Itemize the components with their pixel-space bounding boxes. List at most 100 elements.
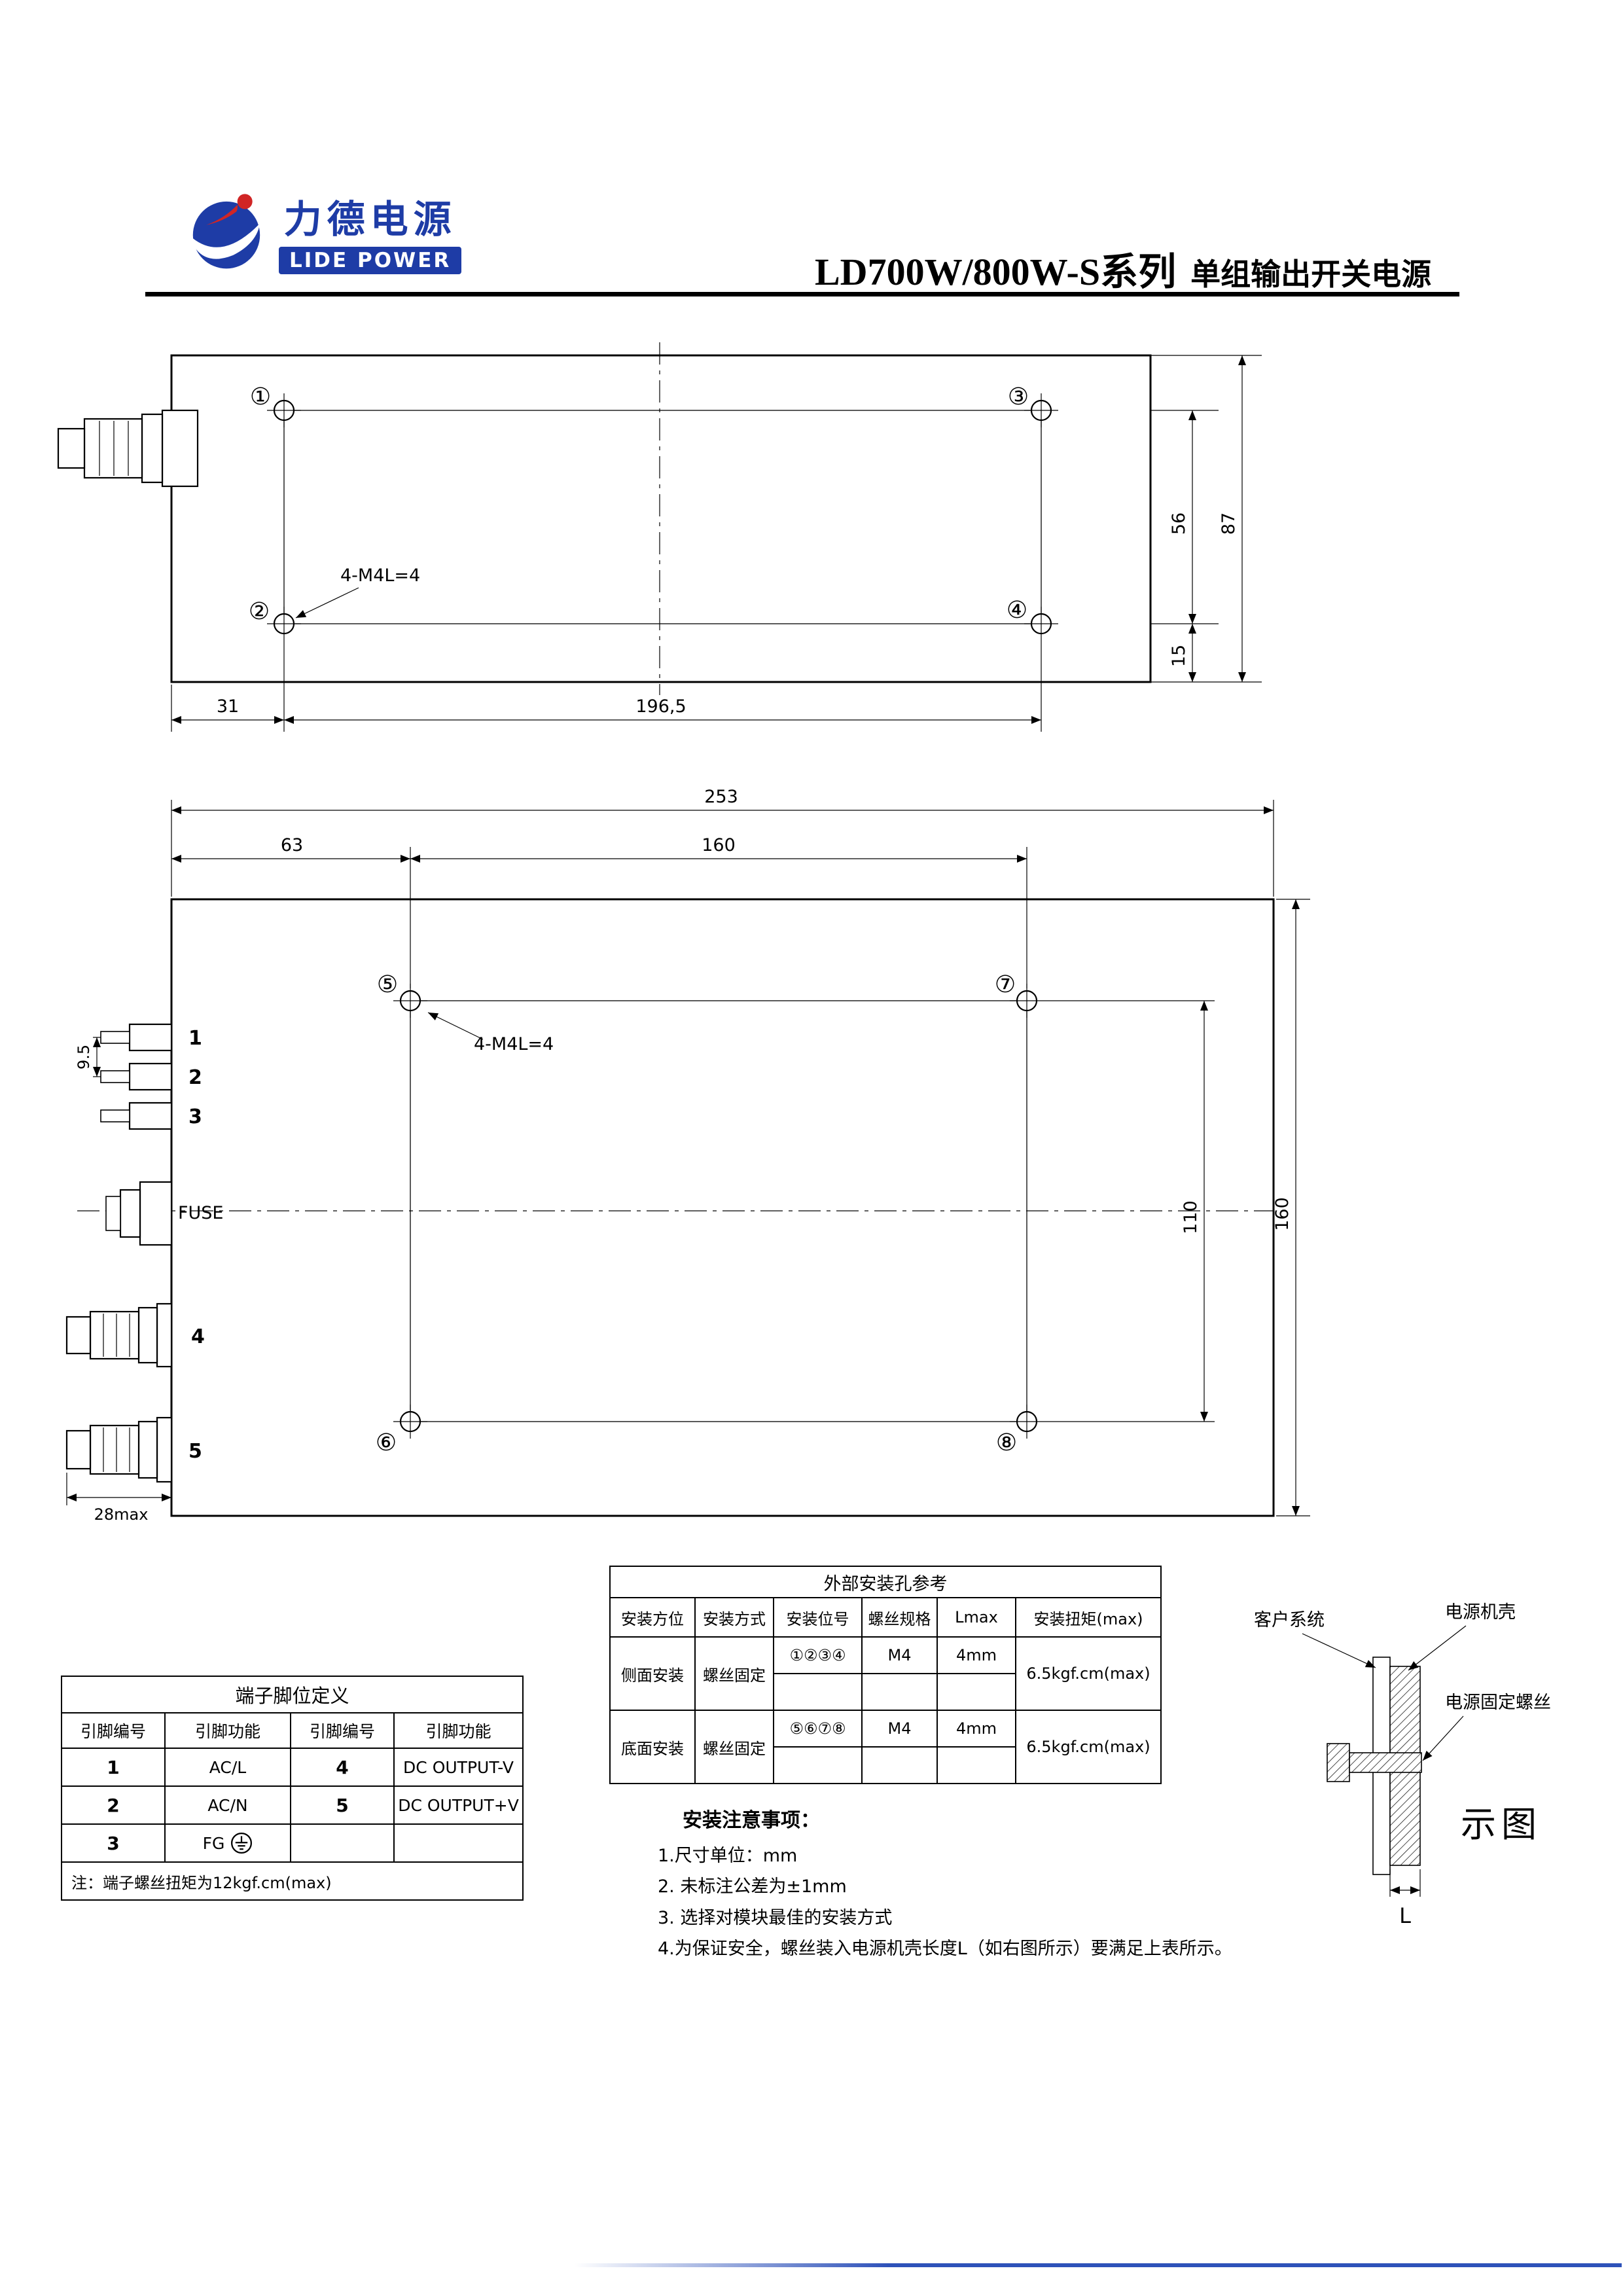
power-housing-label: 电源机壳 (1445, 1602, 1516, 1623)
cell-pin-no (290, 1823, 395, 1863)
dim-15: 15 (1169, 645, 1189, 667)
protrusion-dimension: 28max (66, 1473, 171, 1524)
cell-pin-fn (393, 1823, 524, 1863)
empty-cell (861, 1673, 938, 1711)
brand-logo: 力德电源 LIDE POWER (185, 188, 462, 274)
cell-pin-no: 5 (290, 1785, 395, 1825)
terminal-pin-3 (100, 1102, 173, 1130)
terminal-pin-2 (100, 1062, 173, 1091)
fuse-label: FUSE (178, 1203, 224, 1223)
brand-name-cn: 力德电源 (283, 197, 457, 242)
fg-label: FG (202, 1833, 225, 1853)
col-header-pin-no: 引脚编号 (290, 1712, 395, 1749)
logo-icon (192, 193, 260, 268)
cell-holes: ⑤⑥⑦⑧ (773, 1710, 863, 1748)
cell-spec: M4 (861, 1710, 938, 1748)
cell-holes: ①②③④ (773, 1636, 863, 1674)
dim-56: 56 (1169, 512, 1189, 535)
mounting-hole-4 (1024, 607, 1058, 641)
hole-label-3: ③ (1008, 384, 1029, 410)
side-view-cable-gland (57, 409, 199, 488)
dim-31: 31 (217, 696, 239, 717)
diagram-caption: 示图 (1461, 1804, 1542, 1845)
cell-pin-no: 4 (290, 1748, 395, 1787)
dim-196-5: 196,5 (635, 696, 686, 717)
side-right-dimensions: 56 15 87 (1150, 355, 1262, 683)
cell-torque: 6.5kgf.cm(max) (1014, 1636, 1162, 1711)
pin-number-3: 3 (188, 1105, 202, 1128)
length-L-label: L (1399, 1903, 1411, 1928)
housing-leader (1408, 1625, 1467, 1671)
cell-pin-no: 1 (61, 1748, 166, 1787)
screw-head (1327, 1743, 1350, 1782)
side-screw-note: 4-M4L=4 (340, 565, 420, 586)
note-item-3: 3. 选择对模块最佳的安装方式 (658, 1907, 893, 1928)
cell-pin-fn: DC OUTPUT-V (393, 1748, 524, 1787)
notes-title: 安装注意事项： (683, 1809, 820, 1832)
cell-pin-fn: AC/N (164, 1785, 291, 1825)
dim-9-5: 9.5 (75, 1045, 93, 1069)
cell-lmax: 4mm (936, 1636, 1016, 1674)
customer-system-label: 客户系统 (1254, 1610, 1325, 1630)
mounting-table: 外部安装孔参考 安装方位 安装方式 安装位号 螺丝规格 Lmax 安装扭矩(ma… (609, 1566, 1162, 1784)
empty-cell (936, 1746, 1016, 1784)
hole-label-6: ⑥ (376, 1429, 397, 1456)
logo-text: 力德电源 LIDE POWER (279, 188, 462, 274)
cell-position: 底面安装 (609, 1710, 696, 1784)
bottom-case-outline (170, 898, 1275, 1517)
mounting-hole-1 (267, 393, 301, 427)
hole-label-7: ⑦ (995, 971, 1016, 998)
empty-cell (773, 1673, 863, 1711)
customer-leader (1302, 1633, 1376, 1668)
pin-number-1: 1 (188, 1027, 202, 1050)
pin-number-2: 2 (188, 1066, 202, 1089)
col-header-holes: 安装位号 (773, 1597, 863, 1638)
hole-label-8: ⑧ (996, 1429, 1017, 1456)
cell-lmax: 4mm (936, 1710, 1016, 1748)
empty-cell (773, 1746, 863, 1784)
screw-leader (1422, 1715, 1464, 1761)
fixing-screw-label: 电源固定螺丝 (1445, 1693, 1551, 1713)
mounting-hole-8 (1010, 1405, 1044, 1439)
pin-table-header-row: 引脚编号 引脚功能 引脚编号 引脚功能 (61, 1712, 524, 1749)
mounting-table-title-row: 外部安装孔参考 (609, 1566, 1162, 1598)
table-row-bottom-mount: 底面安装 螺丝固定 ⑤⑥⑦⑧ M4 4mm 6.5kgf.cm(max) (609, 1710, 1162, 1784)
cell-pin-no: 2 (61, 1785, 166, 1825)
pin-table-note: 注：端子螺丝扭矩为12kgf.cm(max) (60, 1861, 524, 1901)
pin-table-row: 1 AC/L 4 DC OUTPUT-V (61, 1748, 524, 1787)
dim-28max: 28max (94, 1505, 149, 1524)
pin-number-4: 4 (191, 1325, 205, 1348)
screw-shaft (1349, 1752, 1422, 1773)
col-header-method: 安装方式 (694, 1597, 774, 1638)
col-header-position: 安装方位 (609, 1597, 696, 1638)
dim-160-right: 160 (1272, 1197, 1293, 1231)
side-view-case-outline (170, 354, 1152, 683)
bottom-screw-note: 4-M4L=4 (474, 1034, 554, 1054)
side-bottom-dimensions: 31 196,5 (171, 641, 1042, 732)
hole-label-4: ④ (1007, 597, 1027, 624)
bottom-top-dimensions: 253 63 160 (171, 787, 1274, 988)
cable-gland-4 (65, 1302, 173, 1368)
cable-gland-5 (65, 1416, 173, 1483)
pin-table-note-row: 注：端子螺丝扭矩为12kgf.cm(max) (60, 1861, 524, 1901)
dim-160-top: 160 (702, 835, 736, 855)
mounting-hole-7 (1010, 984, 1044, 1018)
fuse-holder (105, 1181, 173, 1246)
bottom-view-drawing: 253 63 160 (65, 787, 1310, 1524)
screw-length-dimension: L (1389, 1869, 1421, 1928)
side-screw-leader (295, 587, 359, 619)
cell-method: 螺丝固定 (694, 1710, 774, 1784)
bottom-right-dimensions: 110 160 (1044, 899, 1310, 1516)
pin-table: 端子脚位定义 引脚编号 引脚功能 引脚编号 引脚功能 1 AC/L 4 DC O… (60, 1676, 524, 1901)
document-title: LD700W/800W-S系列 单组输出开关电源 (815, 241, 1431, 296)
cell-spec: M4 (861, 1636, 938, 1674)
mounting-hole-6 (393, 1405, 427, 1439)
installation-notes: 安装注意事项： 1.尺寸单位：mm 2. 未标注公差为±1mm 3. 选择对模块… (658, 1804, 1260, 1964)
dim-87: 87 (1219, 512, 1239, 535)
pin-pitch-dimension: 9.5 (75, 1037, 101, 1077)
series-model: LD700W/800W-S系列 (815, 251, 1177, 293)
cell-position: 侧面安装 (609, 1636, 696, 1711)
pin-table-row: 2 AC/N 5 DC OUTPUT+V (61, 1785, 524, 1825)
cell-pin-fn-fg: FG (164, 1823, 291, 1863)
